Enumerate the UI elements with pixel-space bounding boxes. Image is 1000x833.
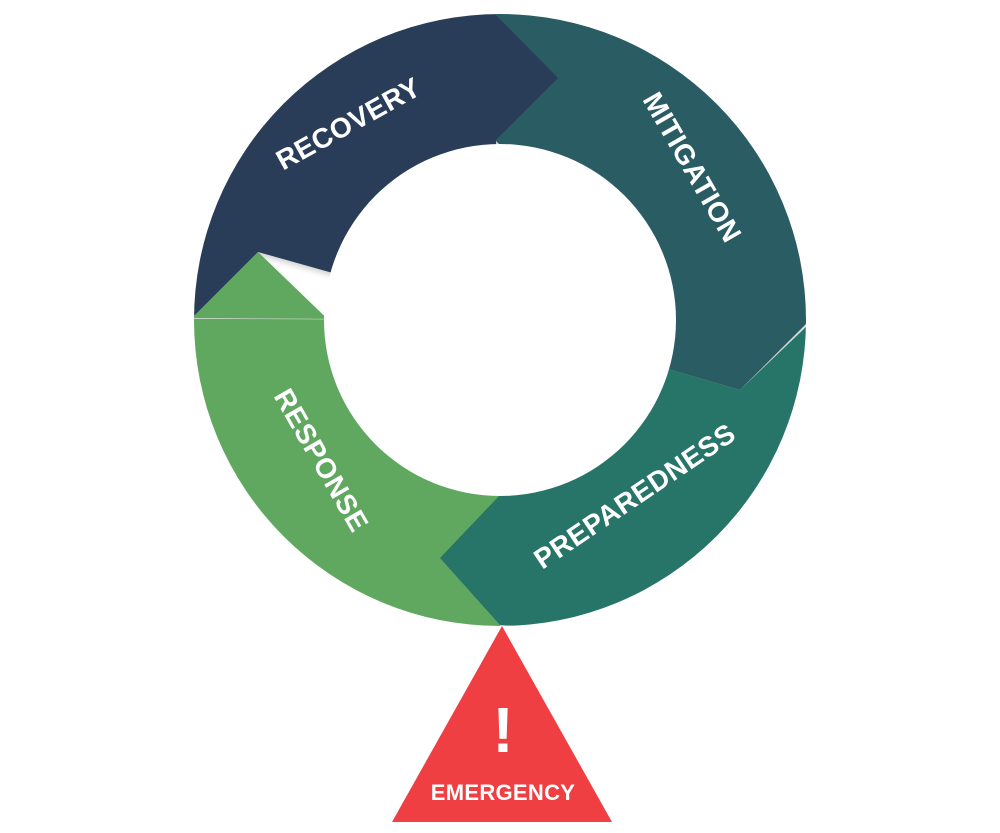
cycle-ring [0,0,1000,659]
warning-triangle-icon [392,626,612,822]
recovery-segment [0,0,558,320]
response-segment [0,252,500,650]
emergency-marker: ! EMERGENCY [392,626,612,822]
preparedness-segment [440,320,1000,659]
exclamation-icon: ! [492,694,513,766]
emergency-label: EMERGENCY [431,780,576,805]
mitigation-segment [495,0,1000,390]
